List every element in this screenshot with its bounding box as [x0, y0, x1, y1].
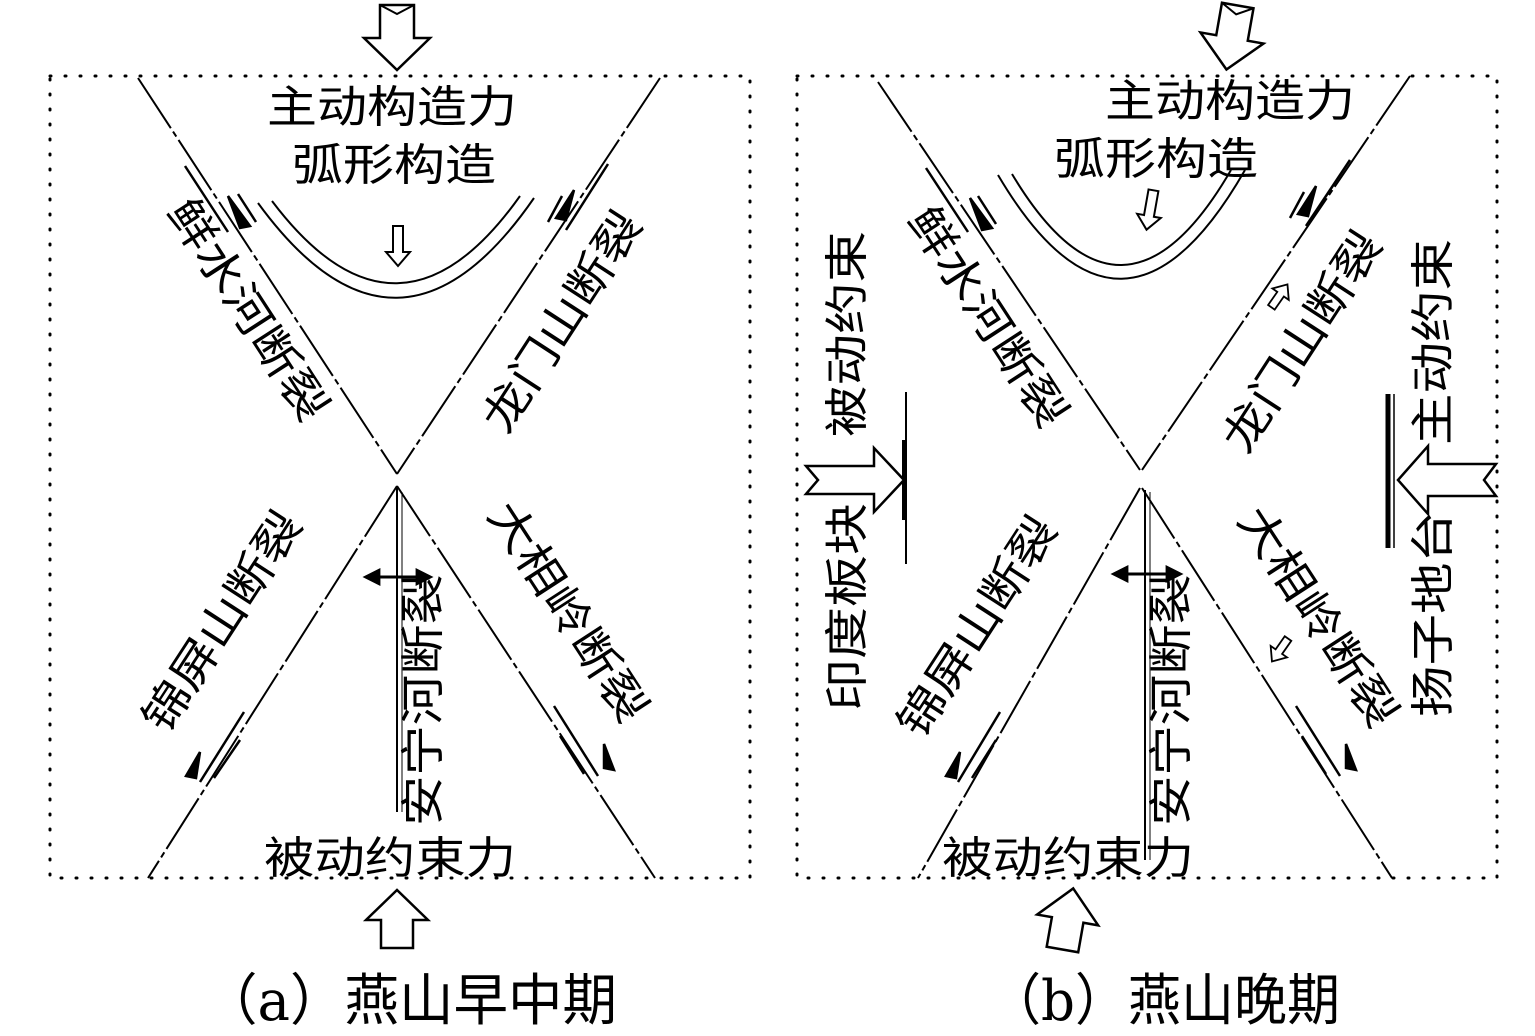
panel-a-fault-sw: 锦屏山断裂 — [133, 503, 313, 742]
fault-line-ne — [1141, 75, 1411, 471]
shear-sense-icon — [546, 163, 610, 231]
panel-a-fault-se: 大相岭断裂 — [477, 493, 657, 732]
fault-line-sw — [917, 487, 1141, 879]
fault-line-sw — [147, 485, 398, 879]
panel-b: 主动构造力 弧形构造 鲜水河断裂 龙门山断裂 锦屏山断裂 大相岭断裂 安宁河断裂… — [795, 1, 1499, 1034]
shear-sense-icon — [552, 705, 616, 777]
shear-sense-icon — [183, 165, 258, 233]
shear-sense-icon — [924, 167, 998, 233]
panel-b-fault-center: 安宁河断裂 — [1146, 574, 1197, 826]
panel-b-fault-ne: 龙门山断裂 — [1213, 223, 1393, 462]
shear-sense-icon — [944, 711, 1002, 783]
hollow-arrow-icon — [1135, 188, 1164, 232]
arc-structure — [257, 197, 535, 299]
arc-structure — [997, 169, 1246, 280]
panel-b-caption: （b）燕山晚期 — [988, 969, 1340, 1034]
hollow-arrow-icon — [1396, 442, 1499, 518]
fault-line-se — [1141, 487, 1393, 879]
panel-b-arc-label: 弧形构造 — [1054, 134, 1258, 185]
hollow-arrow-icon — [1034, 886, 1101, 954]
shear-sense-icon — [1294, 705, 1358, 777]
panel-b-fault-se: 大相岭断裂 — [1227, 498, 1407, 737]
panel-a-bottom-force: 被动约束力 — [264, 833, 516, 884]
hollow-arrow-icon — [1269, 634, 1293, 663]
panel-a-fault-center: 安宁河断裂 — [398, 574, 449, 826]
shear-sense-icon — [184, 711, 246, 783]
shear-sense-icon — [1288, 159, 1352, 227]
hollow-arrow-icon — [362, 888, 432, 950]
hollow-arrow-icon — [360, 3, 434, 72]
panel-b-right-constraint: 主动约束 — [1408, 239, 1459, 445]
panel-a-arc-label: 弧形构造 — [292, 140, 496, 191]
panel-a-fault-ne: 龙门山断裂 — [473, 203, 653, 442]
hollow-arrow-icon — [383, 225, 413, 268]
panel-b-left-constraint: 被动约束 — [822, 231, 873, 437]
fault-line-nw — [877, 81, 1141, 471]
panel-b-top-force: 主动构造力 — [1105, 76, 1355, 127]
hollow-arrow-icon — [1266, 283, 1290, 311]
panel-b-fault-sw: 锦屏山断裂 — [888, 508, 1068, 747]
panel-a: 主动构造力 弧形构造 鲜水河断裂 龙门山断裂 锦屏山断裂 大相岭断裂 安宁河断裂… — [48, 3, 752, 1034]
hollow-arrow-icon — [1197, 1, 1267, 72]
panel-b-bottom-force: 被动约束力 — [942, 833, 1194, 884]
panel-b-left-block: 印度板块 — [822, 503, 873, 711]
panel-b-fault-nw: 鲜水河断裂 — [897, 198, 1077, 437]
fault-line-se — [396, 485, 656, 879]
panel-a-caption: （a）燕山早中期 — [203, 969, 617, 1034]
panel-b-right-block: 扬子地台 — [1408, 511, 1459, 717]
fault-line-nw — [137, 77, 398, 475]
panel-a-top-force: 主动构造力 — [267, 82, 517, 133]
hollow-arrow-icon — [803, 444, 906, 516]
fault-line-ne — [396, 77, 661, 475]
